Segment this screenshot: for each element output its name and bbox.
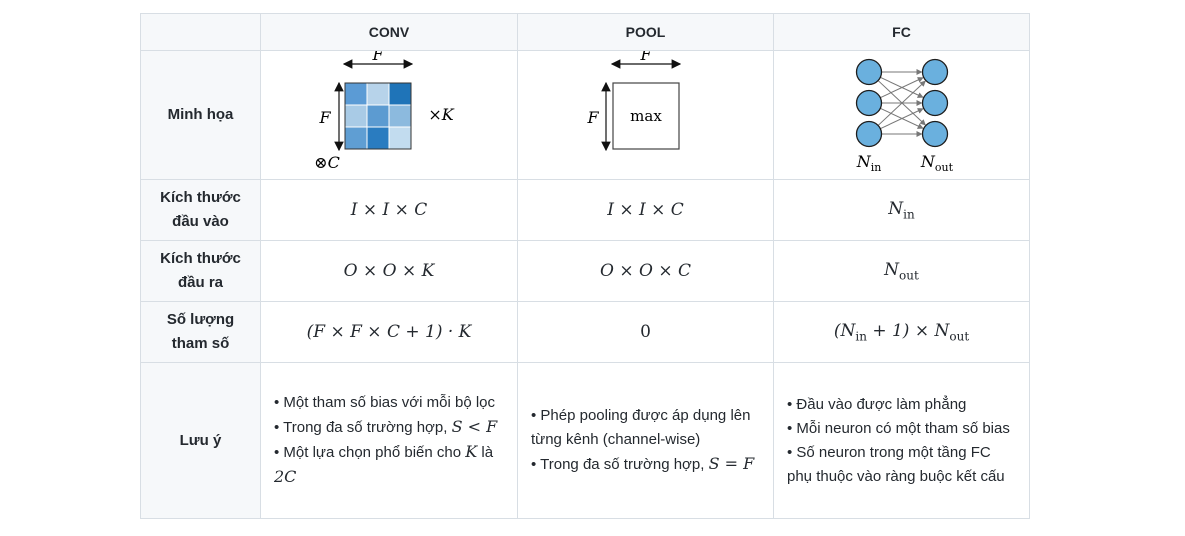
conv-filter-cell xyxy=(366,126,390,150)
conv-filter-border xyxy=(344,82,412,150)
conv-filter-cell xyxy=(388,104,412,128)
row-label-illustration: Minh họa xyxy=(140,50,261,180)
input-size-row: Kích thước đầu vào I × I × C I × I × C N… xyxy=(140,179,1030,241)
params-row: Số lượng tham số (F × F × C + 1) · K 0 (… xyxy=(140,301,1030,363)
pool-output-size: O × O × C xyxy=(517,240,774,302)
conv-filter-grid xyxy=(344,82,412,150)
conv-filter-cell xyxy=(388,126,412,150)
pool-f-top: F xyxy=(639,51,652,64)
fc-note-1: • Đầu vào được làm phẳng xyxy=(787,395,967,413)
row-label-output-size: Kích thước đầu ra xyxy=(140,240,261,302)
conv-filter-diagram: F F ×K ⊗C xyxy=(314,51,455,172)
conv-note-1: • Một tham số bias với mỗi bộ lọc xyxy=(274,394,496,411)
fc-n-in-label: Nin xyxy=(856,152,882,174)
header-pool: POOL xyxy=(517,13,774,51)
fc-output-neuron xyxy=(921,58,949,86)
fc-neurons xyxy=(855,58,949,148)
fc-input-neuron xyxy=(855,58,883,86)
fc-note-2: • Mỗi neuron có một tham số bias xyxy=(787,419,1010,437)
fc-diagram: Nin Nout xyxy=(855,58,954,174)
output-size-row: Kích thước đầu ra O × O × K O × O × C No… xyxy=(140,240,1030,302)
pool-f-left: F xyxy=(586,108,599,127)
pool-params: 0 xyxy=(517,301,774,363)
fc-input-size: Nin xyxy=(773,179,1030,241)
pool-window xyxy=(612,82,680,150)
conv-params: (F × F × C + 1) · K xyxy=(260,301,518,363)
conv-note-3: • Một lựa chọn phổ biến cho K là 2C xyxy=(274,442,494,486)
comparison-table: CONV POOL FC Minh họa F F ×K xyxy=(140,13,1030,519)
pool-diagram: F F max xyxy=(586,51,682,152)
conv-filter-cell xyxy=(366,82,390,106)
fc-input-neuron xyxy=(855,120,883,148)
fc-illustration: Nin Nout xyxy=(773,50,1030,180)
conv-filter-cell xyxy=(388,82,412,106)
conv-note-2: • Trong đa số trường hợp, S < F xyxy=(274,417,498,436)
fc-params: (Nin + 1) × Nout xyxy=(773,301,1030,363)
conv-output-size: O × O × K xyxy=(260,240,518,302)
pool-max-label: max xyxy=(630,107,662,125)
fc-note-3: • Số neuron trong một tầng FC phụ thuộc … xyxy=(787,443,1005,485)
conv-illustration: F F ×K ⊗C xyxy=(260,50,518,180)
fc-output-neuron xyxy=(921,120,949,148)
fc-connection xyxy=(880,77,924,99)
row-label-params: Số lượng tham số xyxy=(140,301,261,363)
fc-connections xyxy=(877,69,926,137)
fc-notes: • Đầu vào được làm phẳng • Mỗi neuron có… xyxy=(773,362,1030,519)
conv-input-size: I × I × C xyxy=(260,179,518,241)
header-conv: CONV xyxy=(260,13,518,51)
header-fc: FC xyxy=(773,13,1030,51)
illustration-row: Minh họa F F ×K ⊗C xyxy=(140,50,1030,180)
fc-connection xyxy=(880,108,924,130)
conv-filter-cell xyxy=(344,126,368,150)
pool-input-size: I × I × C xyxy=(517,179,774,241)
conv-filter-cell xyxy=(344,104,368,128)
pool-notes: • Phép pooling được áp dụng lên từng kên… xyxy=(517,362,774,519)
row-label-notes: Lưu ý xyxy=(140,362,261,519)
conv-f-top: F xyxy=(371,51,384,64)
conv-notes: • Một tham số bias với mỗi bộ lọc • Tron… xyxy=(260,362,518,519)
conv-times-k: ×K xyxy=(428,105,454,124)
row-label-input-size: Kích thước đầu vào xyxy=(140,179,261,241)
notes-row: Lưu ý • Một tham số bias với mỗi bộ lọc … xyxy=(140,362,1030,519)
fc-output-neuron xyxy=(921,89,949,117)
conv-filter-cell xyxy=(366,104,390,128)
fc-output-size: Nout xyxy=(773,240,1030,302)
fc-n-out-label: Nout xyxy=(920,152,954,174)
conv-otimes-c: ⊗C xyxy=(314,153,340,172)
header-empty xyxy=(140,13,261,51)
pool-note-1: • Phép pooling được áp dụng lên từng kên… xyxy=(531,407,751,448)
fc-connection xyxy=(877,80,926,126)
conv-filter-cell xyxy=(344,82,368,106)
pool-illustration: F F max xyxy=(517,50,774,180)
header-row: CONV POOL FC xyxy=(140,13,1030,51)
fc-input-neuron xyxy=(855,89,883,117)
conv-f-left: F xyxy=(318,108,331,127)
pool-note-2: • Trong đa số trường hợp, S = F xyxy=(531,454,755,473)
